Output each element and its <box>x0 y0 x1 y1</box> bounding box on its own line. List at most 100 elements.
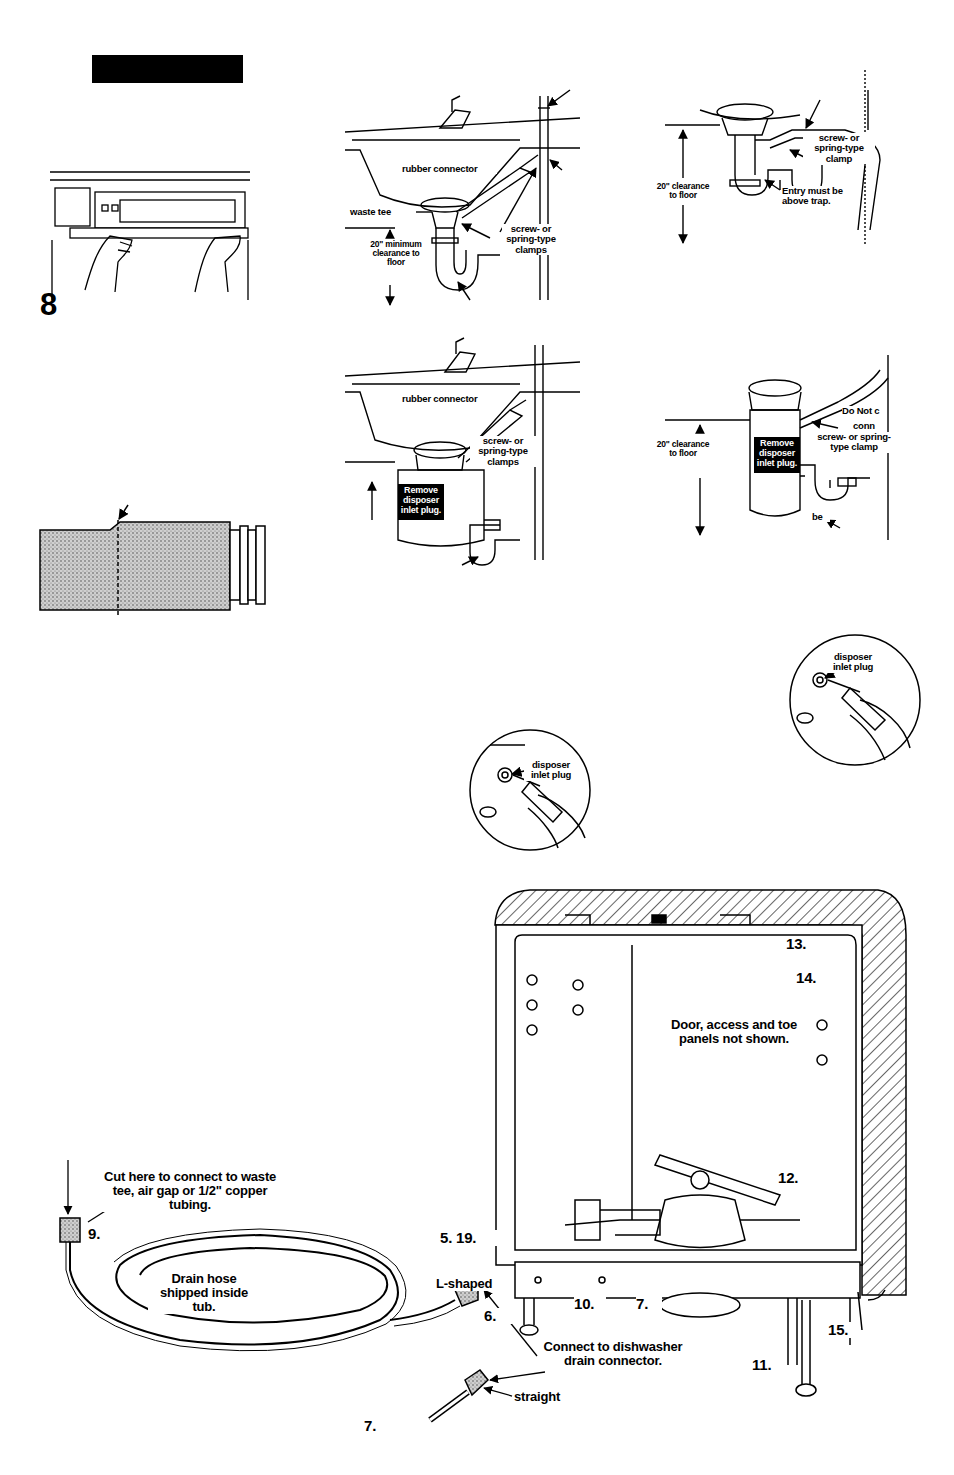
disposer-direct-diagram <box>749 380 801 396</box>
waste-tee-diagram <box>452 96 460 112</box>
drain-hose <box>490 1372 545 1380</box>
waste-tee-diagram <box>548 90 570 106</box>
dishwasher-frame <box>527 975 537 985</box>
waste-tee-diagram <box>540 96 548 300</box>
waste-tee-direct-diagram <box>730 180 760 186</box>
disposer-diagram <box>470 525 520 565</box>
plug-removal-circle <box>490 744 525 746</box>
callout-label: Do Not c <box>842 406 884 416</box>
callout-label: disposer inlet plug <box>826 652 880 673</box>
dishwasher-frame <box>523 1298 525 1325</box>
disposer-diagram <box>535 345 543 560</box>
waste-tee-direct-diagram <box>755 130 880 230</box>
plug-removal-circle <box>522 782 562 822</box>
disposer-diagram <box>352 383 520 384</box>
dishwasher-frame <box>495 890 906 1396</box>
disposer-diagram <box>345 461 395 462</box>
dishwasher-frame <box>858 1290 885 1330</box>
plug-removal-circle <box>850 700 910 760</box>
disposer-diagram <box>456 338 464 354</box>
hose-cut-detail <box>119 505 128 519</box>
disposer-diagram <box>414 442 466 458</box>
waste-tee-direct-diagram <box>722 118 768 135</box>
disposer-diagram <box>345 338 580 565</box>
dishwasher-frame <box>600 1210 660 1235</box>
callout-number: 14. <box>796 970 828 986</box>
callout-number: 15. <box>828 1322 860 1338</box>
figure-eight <box>50 172 250 300</box>
waste-tee-diagram <box>432 238 458 243</box>
disposer-direct-diagram <box>665 419 750 420</box>
callout-label: Cut here to connect to waste tee, air ga… <box>100 1170 280 1212</box>
disposer-direct-diagram <box>750 410 800 516</box>
disposer-diagram <box>345 362 580 376</box>
callout-label: rubber connector <box>402 394 497 404</box>
dishwasher-frame <box>796 1384 816 1396</box>
warning-box: Remove disposer inlet plug. <box>398 484 444 520</box>
waste-tee-direct-diagram <box>755 135 780 190</box>
plug-removal-circle <box>470 730 590 850</box>
callout-label: Entry must be above trap. <box>782 186 850 207</box>
dishwasher-frame <box>691 1171 709 1189</box>
dishwasher-frame <box>817 1055 827 1065</box>
waste-tee-diagram <box>352 139 520 140</box>
waste-tee-diagram <box>538 107 550 108</box>
dishwasher-frame <box>495 890 906 1295</box>
drain-hose <box>484 1388 512 1396</box>
dishwasher-frame <box>527 1000 537 1010</box>
drain-hose <box>430 1392 468 1420</box>
hose-cut-detail <box>40 505 265 615</box>
disposer-diagram <box>462 557 478 565</box>
dishwasher-frame <box>801 1300 803 1385</box>
callout-number: 7. <box>636 1296 662 1312</box>
callout-label: disposer inlet plug <box>524 760 578 781</box>
figure-eight <box>195 236 240 292</box>
dishwasher-frame <box>631 945 633 1220</box>
callout-label: waste tee <box>350 207 402 217</box>
waste-tee-diagram <box>520 155 538 168</box>
waste-tee-diagram <box>458 282 470 300</box>
dishwasher-frame <box>817 1020 827 1030</box>
callout-label: 20" clearance to floor <box>656 440 710 458</box>
callout-label: 20" clearance to floor <box>656 182 710 200</box>
dishwasher-frame <box>515 935 856 1250</box>
figure-eight <box>95 192 245 228</box>
dishwasher-frame <box>809 1300 811 1385</box>
figure-eight <box>52 240 248 300</box>
figure-eight <box>120 200 235 222</box>
waste-tee-diagram <box>500 168 536 232</box>
waste-tee-direct-diagram <box>700 110 800 119</box>
dishwasher-frame <box>565 915 750 925</box>
plug-removal-circle <box>498 768 512 782</box>
dishwasher-frame <box>652 915 666 923</box>
warning-text: Remove disposer inlet plug. <box>756 439 798 469</box>
callout-number: 7. <box>364 1418 392 1434</box>
disposer-diagram <box>510 400 526 410</box>
dishwasher-frame <box>787 1298 789 1365</box>
waste-tee-diagram <box>550 160 562 170</box>
plug-removal-circle <box>528 795 585 848</box>
disposer-diagram <box>371 482 372 520</box>
waste-tee-diagram <box>456 168 530 218</box>
callout-label: 20" minimum clearance to floor <box>368 240 424 268</box>
callout-label: screw- or spring-type clamps <box>502 224 560 255</box>
callout-number: 13. <box>786 936 818 952</box>
drain-hose <box>67 1160 68 1214</box>
disposer-direct-diagram <box>749 392 801 410</box>
disposer-direct-diagram <box>800 465 870 500</box>
heading-bar <box>92 55 243 83</box>
waste-tee-diagram <box>345 90 580 305</box>
dishwasher-frame <box>575 1200 600 1240</box>
drain-hose <box>60 1218 80 1242</box>
callout-number: 6. <box>484 1308 512 1324</box>
drain-hose <box>66 1229 406 1351</box>
hose-cut-detail <box>256 526 265 604</box>
waste-tee-diagram <box>421 198 469 212</box>
plug-removal-circle <box>470 730 590 850</box>
dishwasher-frame <box>535 1277 541 1283</box>
figure-eight <box>102 205 108 211</box>
plug-removal-circle <box>817 677 823 683</box>
dishwasher-frame <box>573 980 583 990</box>
waste-tee-diagram <box>345 118 580 132</box>
callout-label: screw- or spring-type clamp <box>803 133 875 164</box>
